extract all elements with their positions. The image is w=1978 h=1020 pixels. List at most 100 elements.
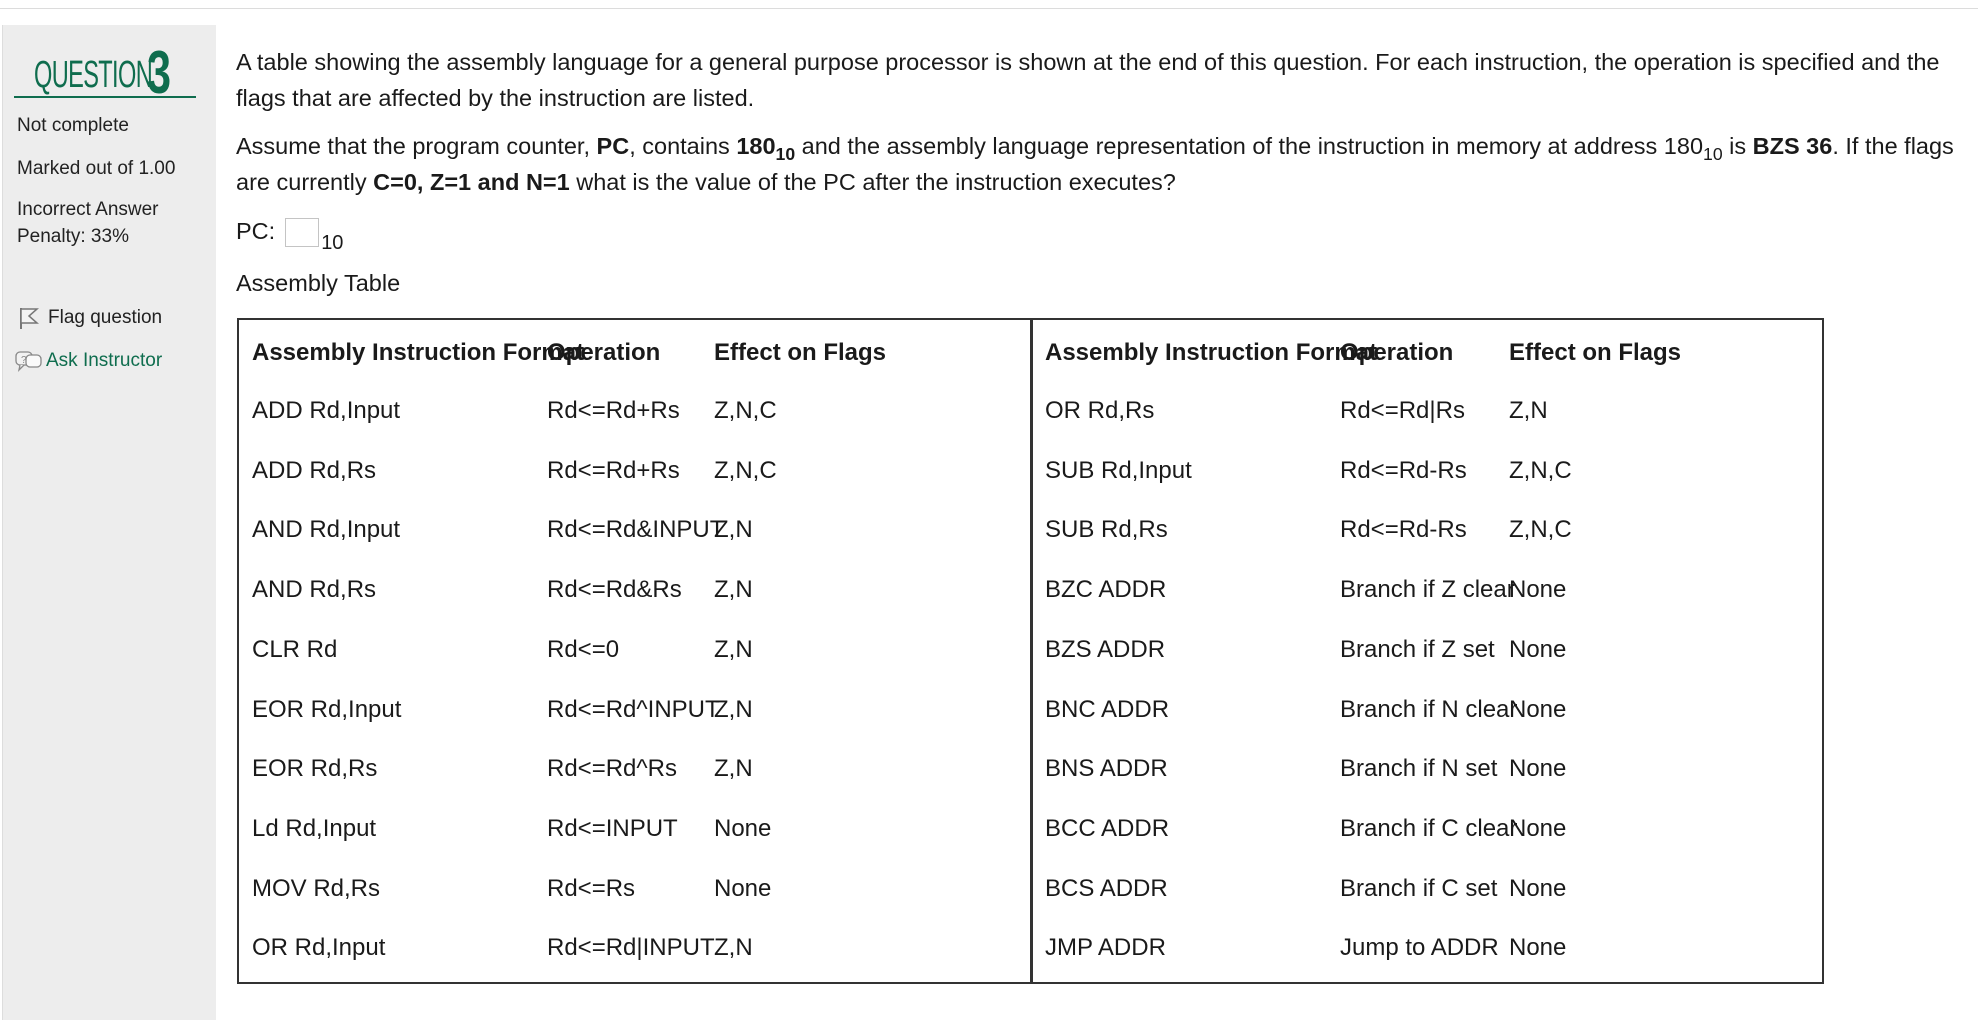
table-cell: Rd<=Rd+Rs	[547, 457, 680, 484]
prompt-flags: C=0, Z=1 and N=1	[373, 169, 570, 195]
question-intro: A table showing the assembly language fo…	[236, 49, 1940, 111]
speech-bubbles-icon: ?	[15, 351, 42, 372]
table-cell: Branch if Z clear	[1340, 576, 1515, 603]
table-cell: None	[714, 875, 772, 902]
ask-instructor-label: Ask Instructor	[46, 350, 163, 371]
table-cell: None	[1509, 755, 1567, 782]
table-cell: Z,N,C	[714, 457, 777, 484]
table-cell: Z,N,C	[714, 397, 777, 424]
table-cell: AND Rd,Input	[252, 516, 401, 543]
table-cell: Z,N	[714, 516, 753, 543]
prompt-address-base: 10	[1703, 144, 1723, 164]
prompt-text: . If the flags are currently	[236, 133, 1954, 195]
table-cell: CLR Rd	[252, 636, 338, 663]
penalty-label: Incorrect Answer	[17, 199, 159, 220]
table-cell: AND Rd,Rs	[252, 576, 377, 603]
table-row: BNS ADDR Branch if N set None	[1033, 739, 1822, 799]
table-cell: Rd<=Rd|Rs	[1340, 397, 1465, 424]
table-cell: ADD Rd,Input	[252, 397, 401, 424]
table-cell: SUB Rd,Rs	[1045, 516, 1168, 543]
question-status: Not complete	[17, 115, 129, 136]
table-cell: Rd<=Rd-Rs	[1340, 457, 1467, 484]
question-marks: Marked out of 1.00	[17, 158, 176, 179]
table-row: CLR Rd Rd<=0 Z,N	[239, 620, 1030, 680]
ask-instructor-link[interactable]: ? Ask Instructor	[14, 349, 162, 373]
svg-text:?: ?	[21, 355, 27, 366]
table-cell: Branch if N set	[1340, 755, 1498, 782]
table-cell: Branch if N clear	[1340, 696, 1518, 723]
prompt-pc-value: 18010	[736, 133, 796, 164]
table-cell: None	[1509, 875, 1567, 902]
flag-question-button[interactable]: Flag question	[18, 306, 162, 330]
table-cell: EOR Rd,Rs	[252, 755, 378, 782]
pc-base-subscript: 10	[321, 232, 344, 254]
prompt-instruction: BZS 36	[1752, 133, 1833, 159]
table-cell: Rd<=Rd&Rs	[547, 576, 682, 603]
prompt-text: Assume that the program counter,	[236, 133, 597, 159]
table-cell: None	[1509, 636, 1567, 663]
table-cell: None	[1509, 576, 1567, 603]
table-cell: Rd<=Rd&INPUT	[547, 516, 725, 543]
pc-label: PC:	[236, 218, 276, 244]
table-cell: None	[1509, 696, 1567, 723]
prompt-text: what is the value of the PC after the in…	[569, 169, 1176, 195]
table-cell: BCC ADDR	[1045, 815, 1170, 842]
table-header-cell: Assembly Instruction Format	[252, 339, 585, 366]
prompt-text: and the assembly language representation…	[795, 133, 1704, 159]
table-cell: Rd<=Rd|INPUT	[547, 934, 715, 961]
table-cell: JMP ADDR	[1045, 934, 1166, 961]
table-cell: Branch if C clear	[1340, 815, 1518, 842]
table-header-cell: Effect on Flags	[1509, 339, 1682, 366]
table-cell: ADD Rd,Rs	[252, 457, 377, 484]
prompt-pc: PC	[596, 133, 630, 159]
question-number: 3	[147, 39, 172, 106]
table-title: Assembly Table	[236, 270, 401, 296]
table-cell: Rd<=Rd^INPUT	[547, 696, 720, 723]
table-cell: Rd<=INPUT	[547, 815, 678, 842]
table-row: JMP ADDR Jump to ADDR None	[1033, 918, 1822, 978]
table-cell: Branch if Z set	[1340, 636, 1495, 663]
table-row: BCS ADDR Branch if C set None	[1033, 859, 1822, 919]
table-cell: None	[714, 815, 772, 842]
pc-answer-input[interactable]	[285, 218, 320, 247]
table-header-cell: Effect on Flags	[714, 339, 887, 366]
table-cell: EOR Rd,Input	[252, 696, 402, 723]
table-cell: Z,N	[714, 934, 753, 961]
table-cell: SUB Rd,Input	[1045, 457, 1192, 484]
question-prompt: Assume that the program counter, PC, con…	[236, 128, 1956, 200]
flag-icon	[20, 308, 39, 329]
question-info-sidebar	[2, 25, 216, 1020]
table-header-cell: Assembly Instruction Format	[1045, 339, 1378, 366]
table-cell: BZS ADDR	[1045, 636, 1166, 663]
table-cell: Z,N	[714, 636, 753, 663]
table-cell: BNS ADDR	[1045, 755, 1168, 782]
question-number-heading: QUESTION 3	[14, 38, 196, 106]
table-cell: Rd<=Rs	[547, 875, 636, 902]
table-cell: Rd<=Rd-Rs	[1340, 516, 1467, 543]
table-cell: Rd<=0	[547, 636, 620, 663]
top-bar	[0, 0, 1978, 9]
table-cell: Branch if C set	[1340, 875, 1498, 902]
table-cell: None	[1509, 815, 1567, 842]
table-cell: BZC ADDR	[1045, 576, 1167, 603]
table-cell: BCS ADDR	[1045, 875, 1168, 902]
prompt-text: is	[1722, 133, 1753, 159]
table-cell: None	[1509, 934, 1567, 961]
table-cell: Z,N	[714, 696, 753, 723]
table-cell: Rd<=Rd^Rs	[547, 755, 677, 782]
table-cell: Jump to ADDR	[1340, 934, 1499, 961]
